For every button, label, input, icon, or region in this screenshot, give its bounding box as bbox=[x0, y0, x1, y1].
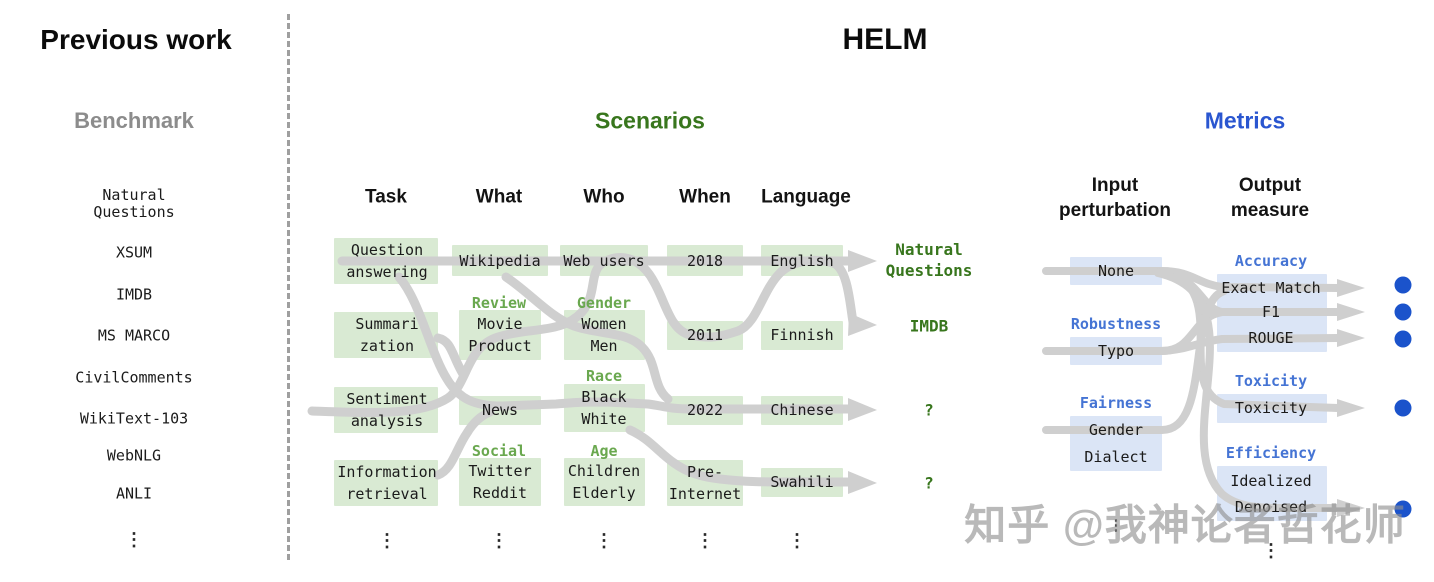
arrowhead-f1 bbox=[1337, 303, 1365, 321]
box-label-information-retrieval: Information retrieval bbox=[337, 463, 437, 503]
box-label-movie-product: Movie Product bbox=[468, 315, 532, 355]
benchmark-item: Natural Questions bbox=[93, 186, 175, 221]
benchmark-item: IMDB bbox=[115, 285, 153, 304]
metric-dots bbox=[1394, 276, 1412, 518]
category-label-review: Review bbox=[471, 294, 527, 312]
box-label-2011: 2011 bbox=[686, 326, 724, 344]
benchmark-ellipsis: ⋮ bbox=[125, 529, 143, 551]
output-question-mark-3: ? bbox=[924, 400, 934, 420]
column-header-what: What bbox=[475, 186, 523, 208]
scenario-flow-lines bbox=[307, 253, 858, 487]
metrics-heading: Metrics bbox=[1204, 107, 1286, 134]
arrowhead-nq bbox=[848, 250, 877, 272]
divider-dashed bbox=[287, 14, 290, 560]
category-label-social: Social bbox=[471, 442, 527, 460]
column-header-input-perturbation: Input perturbation bbox=[1059, 175, 1171, 221]
box-label-twitter-reddit: Twitter Reddit bbox=[468, 462, 532, 502]
box-label-pre-internet: Pre- Internet bbox=[668, 463, 742, 503]
benchmark-item: MS MARCO bbox=[97, 326, 171, 345]
box-label-women-men: Women Men bbox=[581, 315, 627, 355]
task-column-ellipsis: ⋮ bbox=[378, 530, 396, 552]
benchmark-column-label: Benchmark bbox=[74, 108, 194, 133]
flow-none-f1 bbox=[1156, 268, 1226, 316]
box-label-toxicity: Toxicity bbox=[1234, 399, 1308, 417]
category-label-age: Age bbox=[590, 442, 618, 460]
box-label-exact-match: Exact Match bbox=[1221, 279, 1321, 297]
previous-work-title: Previous work bbox=[40, 24, 232, 55]
box-label-gender: Gender bbox=[1088, 421, 1144, 439]
metric-dot-toxicity bbox=[1394, 399, 1412, 417]
category-label-accuracy: Accuracy bbox=[1234, 252, 1308, 270]
when-column-ellipsis: ⋮ bbox=[696, 530, 714, 552]
box-label-black-white: Black White bbox=[581, 388, 627, 428]
box-label-english: English bbox=[770, 252, 834, 270]
output-question-mark-4: ? bbox=[924, 473, 934, 493]
output-column-ellipsis: ⋮ bbox=[1262, 540, 1280, 562]
box-label-f1: F1 bbox=[1261, 303, 1281, 321]
benchmark-item: WebNLG bbox=[106, 446, 162, 465]
box-label-children-elderly: Children Elderly bbox=[567, 462, 641, 502]
helm-title: HELM bbox=[842, 23, 928, 56]
metric-dot-f1 bbox=[1394, 303, 1412, 321]
box-label-idealized: Idealized bbox=[1230, 472, 1312, 490]
benchmark-item: ANLI bbox=[115, 484, 153, 503]
category-label-race: Race bbox=[585, 367, 623, 385]
column-header-output-measure: Output measure bbox=[1230, 175, 1310, 221]
box-label-web-users: Web users bbox=[563, 252, 645, 270]
box-label-swahili: Swahili bbox=[770, 473, 834, 491]
box-label-finnish: Finnish bbox=[770, 326, 834, 344]
input-column-ellipsis: ⋮ bbox=[1108, 516, 1124, 534]
zhihu-watermark: 知乎 @我神论者哲花师 bbox=[964, 501, 1406, 549]
box-label-2018: 2018 bbox=[686, 252, 724, 270]
arrowhead-rouge bbox=[1337, 329, 1365, 347]
arrowhead-toxicity bbox=[1337, 399, 1365, 417]
arrowhead-exact-match bbox=[1337, 279, 1365, 297]
category-label-toxicity: Toxicity bbox=[1234, 372, 1308, 390]
box-information-retrieval bbox=[334, 460, 438, 506]
category-label-gender: Gender bbox=[576, 294, 632, 312]
box-label-wikipedia: Wikipedia bbox=[459, 252, 541, 270]
category-label-robustness: Robustness bbox=[1070, 315, 1162, 333]
box-label-sentiment-analysis: Sentiment analysis bbox=[346, 390, 428, 430]
category-label-efficiency: Efficiency bbox=[1225, 444, 1317, 462]
metric-dot-rouge bbox=[1394, 330, 1412, 348]
column-header-language: Language bbox=[761, 186, 851, 208]
benchmark-item: WikiText-103 bbox=[79, 409, 189, 428]
box-label-summarization: Summari zation bbox=[355, 315, 419, 355]
metric-dot-exact-match bbox=[1394, 276, 1412, 294]
box-label-2022: 2022 bbox=[686, 401, 724, 419]
box-label-typo: Typo bbox=[1097, 342, 1135, 360]
box-label-chinese: Chinese bbox=[770, 401, 834, 419]
box-label-dialect: Dialect bbox=[1084, 448, 1148, 466]
box-label-none: None bbox=[1097, 262, 1135, 280]
who-column-ellipsis: ⋮ bbox=[595, 530, 613, 552]
box-label-news: News bbox=[481, 401, 519, 419]
box-label-question-answering: Question answering bbox=[346, 241, 428, 281]
what-column-ellipsis: ⋮ bbox=[490, 530, 508, 552]
output-natural-questions: Natural Questions bbox=[885, 240, 973, 280]
arrowhead-imdb bbox=[848, 313, 877, 336]
column-header-who: Who bbox=[583, 186, 625, 208]
column-header-when: When bbox=[679, 186, 731, 208]
benchmark-item: XSUM bbox=[115, 243, 153, 262]
column-header-task: Task bbox=[365, 186, 407, 208]
arrowhead-q3 bbox=[848, 398, 877, 421]
arrowhead-q4 bbox=[848, 471, 877, 494]
scenarios-heading: Scenarios bbox=[595, 107, 705, 134]
language-column-ellipsis: ⋮ bbox=[788, 530, 806, 552]
benchmark-item: CivilComments bbox=[75, 368, 193, 387]
output-imdb: IMDB bbox=[909, 316, 949, 336]
box-label-rouge: ROUGE bbox=[1248, 329, 1294, 347]
category-label-fairness: Fairness bbox=[1079, 394, 1153, 412]
